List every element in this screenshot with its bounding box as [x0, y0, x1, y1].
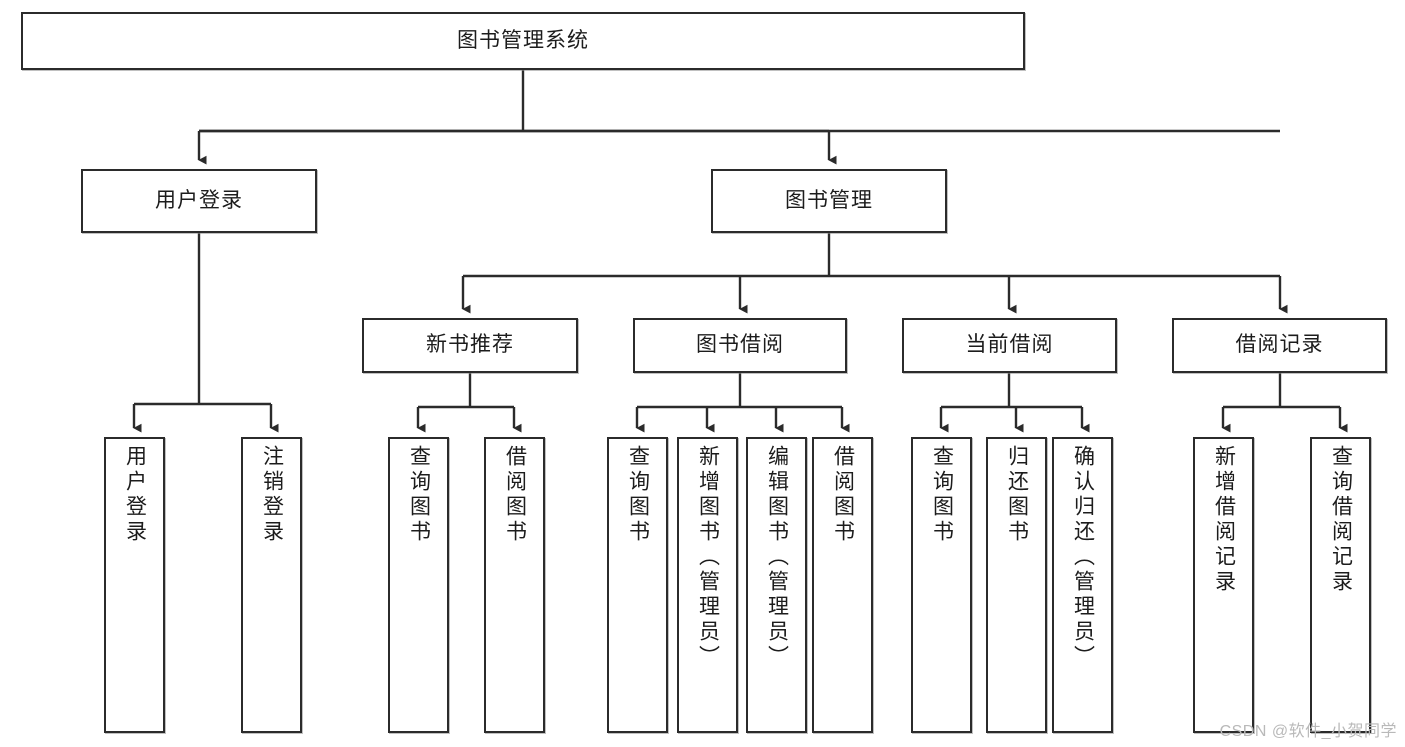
node-leaf-edit-book[interactable]: 编辑图书（管理员）	[746, 437, 807, 733]
node-root-root[interactable]: 图书管理系统	[21, 12, 1025, 70]
node-book-borrow[interactable]: 图书借阅	[633, 318, 847, 373]
node-label: 当前借阅	[965, 333, 1054, 357]
node-current-borrow[interactable]: 当前借阅	[902, 318, 1117, 373]
node-label: 编辑图书（管理员）	[765, 445, 789, 670]
node-label: 确认归还（管理员）	[1071, 445, 1095, 670]
node-borrow-record[interactable]: 借阅记录	[1172, 318, 1387, 373]
node-label: 图书管理	[785, 188, 873, 212]
node-new-book-recommend[interactable]: 新书推荐	[362, 318, 578, 373]
node-label: 查询借阅记录	[1329, 445, 1353, 595]
node-label: 新书推荐	[426, 333, 514, 357]
node-book-manage[interactable]: 图书管理	[711, 169, 947, 233]
node-label: 新增借阅记录	[1212, 445, 1236, 595]
node-leaf-confirm-return[interactable]: 确认归还（管理员）	[1052, 437, 1113, 733]
node-leaf-query-record[interactable]: 查询借阅记录	[1310, 437, 1371, 733]
node-label: 借阅图书	[503, 445, 527, 545]
node-label: 归还图书	[1005, 445, 1029, 545]
node-leaf-query-book-1[interactable]: 查询图书	[388, 437, 449, 733]
node-label: 用户登录	[155, 188, 243, 212]
node-label: 用户登录	[123, 445, 147, 545]
node-leaf-add-record[interactable]: 新增借阅记录	[1193, 437, 1254, 733]
node-leaf-add-book[interactable]: 新增图书（管理员）	[677, 437, 738, 733]
node-leaf-user-login[interactable]: 用户登录	[104, 437, 165, 733]
node-label: 借阅图书	[831, 445, 855, 545]
node-leaf-user-logout[interactable]: 注销登录	[241, 437, 302, 733]
node-leaf-borrow-book-1[interactable]: 借阅图书	[484, 437, 545, 733]
node-leaf-borrow-book-2[interactable]: 借阅图书	[812, 437, 873, 733]
node-label: 图书借阅	[696, 333, 784, 357]
node-label: 图书管理系统	[457, 28, 589, 52]
csdn-watermark: CSDN @软件_小贺同学	[1219, 723, 1397, 740]
node-user-login[interactable]: 用户登录	[81, 169, 317, 233]
node-leaf-query-book-3[interactable]: 查询图书	[911, 437, 972, 733]
node-label: 查询图书	[930, 445, 954, 545]
node-label: 新增图书（管理员）	[696, 445, 720, 670]
node-label: 查询图书	[626, 445, 650, 545]
node-leaf-query-book-2[interactable]: 查询图书	[607, 437, 668, 733]
node-label: 查询图书	[407, 445, 431, 545]
node-label: 借阅记录	[1235, 333, 1324, 357]
node-label: 注销登录	[260, 445, 284, 545]
node-leaf-return-book[interactable]: 归还图书	[986, 437, 1047, 733]
